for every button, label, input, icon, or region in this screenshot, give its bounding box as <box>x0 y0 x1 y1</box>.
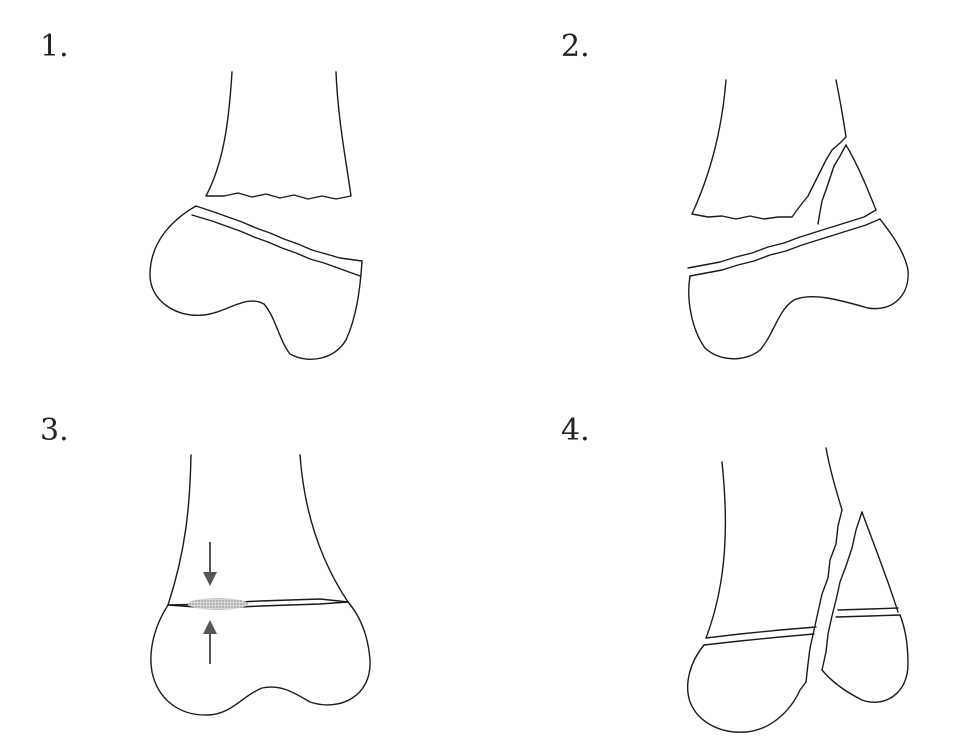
panel-1-physis-line-upper <box>195 205 363 262</box>
panel-2-fragment-edge <box>817 144 847 225</box>
panel-4-physis-right-upper <box>837 607 899 611</box>
panel-4-physis-right-lower <box>835 614 901 618</box>
panel-1-shaft <box>205 71 352 200</box>
panel-2-label: 2. <box>561 29 590 64</box>
panel-4-right-fragment-lower <box>821 614 909 703</box>
panel-2-epiphysis <box>688 218 909 360</box>
panel-3-shaft-right <box>299 454 349 603</box>
panel-4-fracture <box>686 447 909 733</box>
panel-4-physis-left-lower <box>703 633 815 646</box>
panel-2-shaft <box>691 79 847 220</box>
panel-3-shaft-left <box>167 454 192 606</box>
panel-3-fracture <box>150 454 371 716</box>
panel-3-compression-zone <box>188 598 248 610</box>
panel-2-physis-line-upper <box>687 209 877 269</box>
panel-4-shaft-left <box>705 461 727 639</box>
panel-4-left-fragment-lower <box>686 644 807 733</box>
panel-2-fracture <box>687 79 909 360</box>
panel-1-epiphysis <box>149 205 363 360</box>
panel-3-arrow-down-head <box>203 572 217 586</box>
panel-1-fracture <box>149 71 363 360</box>
panel-4-label: 4. <box>561 413 590 448</box>
panel-3-label: 3. <box>40 413 69 448</box>
panel-3-arrow-up-head <box>203 620 217 634</box>
panel-1-physis-line-lower <box>191 214 361 277</box>
panel-1-label: 1. <box>40 29 69 64</box>
panel-3-epiphysis <box>150 601 371 716</box>
panel-4-shaft-right <box>825 447 843 511</box>
panel-4-right-fragment-outer <box>861 511 899 613</box>
panel-4-fracture-right-edge <box>821 511 863 671</box>
panel-2-physis-line-lower <box>689 218 881 277</box>
panel-4-fracture-left-edge <box>805 509 843 683</box>
panel-2-fragment-right <box>845 144 877 211</box>
panel-4-physis-left-upper <box>705 626 817 639</box>
